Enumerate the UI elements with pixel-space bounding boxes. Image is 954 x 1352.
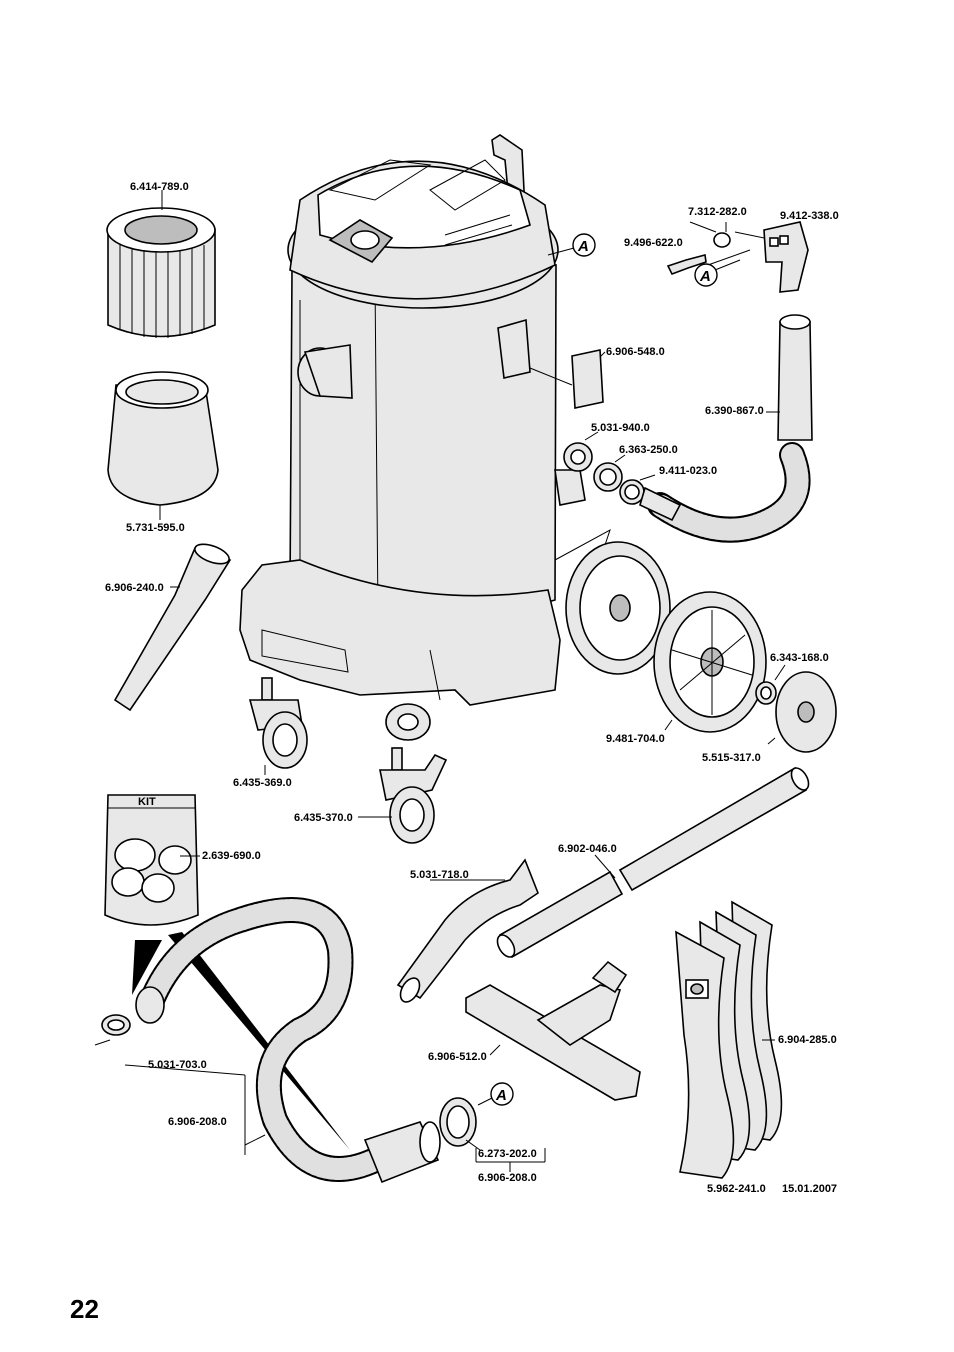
bend-part xyxy=(396,858,539,1003)
label-adapter-kit: 2.639-690.0 xyxy=(202,850,261,862)
label-filter-bags: 6.904-285.0 xyxy=(778,1034,837,1046)
kit-label: KIT xyxy=(138,796,156,808)
page-number: 22 xyxy=(70,1294,99,1324)
label-clip: 6.906-548.0 xyxy=(606,346,665,358)
rear-wheel-part xyxy=(565,541,671,675)
label-wheel: 9.481-704.0 xyxy=(606,733,665,745)
crevice-nozzle-part xyxy=(113,543,232,712)
hose-ring-part xyxy=(439,1097,477,1147)
label-cloth-filter-bag: 5.731-595.0 xyxy=(126,522,185,534)
label-suction-hose-left: 6.906-208.0 xyxy=(168,1116,227,1128)
label-suction-hose-right: 6.906-208.0 xyxy=(478,1172,537,1184)
castor-base-part xyxy=(385,703,431,741)
paper-bag-part xyxy=(675,930,735,1179)
label-hub-cap: 5.515-317.0 xyxy=(702,752,761,764)
label-o-ring: 9.411-023.0 xyxy=(659,465,717,477)
label-wheel-clip: 6.343-168.0 xyxy=(770,652,829,664)
label-seal-ring: 6.363-250.0 xyxy=(619,444,678,456)
clip-part xyxy=(571,349,604,409)
svg-text:A: A xyxy=(495,1087,507,1104)
adapter-kit-part: KIT xyxy=(104,794,350,1150)
label-crevice-nozzle: 6.906-240.0 xyxy=(105,582,164,594)
label-suction-tube: 6.902-046.0 xyxy=(558,843,617,855)
vacuum-cleaner-body xyxy=(239,134,611,706)
cartridge-filter-part xyxy=(106,207,216,338)
label-bend: 5.031-718.0 xyxy=(410,869,469,881)
svg-text:A: A xyxy=(577,238,589,255)
elbow-washer-part xyxy=(713,232,731,248)
cloth-filter-bag-part xyxy=(107,371,219,506)
hub-cap-part xyxy=(775,671,837,753)
suction-hose-left-part xyxy=(135,897,441,1184)
svg-text:A: A xyxy=(699,268,711,285)
label-drain-hose: 6.390-867.0 xyxy=(705,405,764,417)
label-castor-front: 6.435-369.0 xyxy=(233,777,292,789)
bayonet-ring-left-part xyxy=(101,1014,131,1036)
label-elbow-screw: 9.496-622.0 xyxy=(624,237,683,249)
seal-ring-part xyxy=(593,462,623,492)
label-elbow-washer: 7.312-282.0 xyxy=(688,206,747,218)
castor-brake-part xyxy=(379,747,448,844)
elbow-screw-part xyxy=(666,253,707,276)
nut-part xyxy=(563,442,593,472)
castor-front-part xyxy=(248,677,308,769)
suction-tube-part xyxy=(496,766,810,959)
o-ring-part xyxy=(619,479,682,522)
callout-a-hose: A xyxy=(477,1082,514,1106)
floor-nozzle-part xyxy=(465,960,641,1101)
date-stamp: 15.01.2007 xyxy=(782,1183,837,1195)
wheel-part xyxy=(653,591,767,733)
wheel-clip-part xyxy=(755,681,777,705)
label-bayonet-ring-left: 5.031-703.0 xyxy=(148,1059,207,1071)
callout-a-body: A xyxy=(547,233,596,257)
label-hose-ring: 6.273-202.0 xyxy=(478,1148,537,1160)
label-floor-nozzle: 6.906-512.0 xyxy=(428,1051,487,1063)
callout-a-elbow: A xyxy=(694,259,741,287)
label-nut: 5.031-940.0 xyxy=(591,422,650,434)
elbow-connector-part xyxy=(763,221,809,293)
label-cartridge-filter: 6.414-789.0 xyxy=(130,181,189,193)
drain-hose-part xyxy=(647,314,813,543)
label-paper-bag: 5.962-241.0 xyxy=(707,1183,766,1195)
label-castor-brake: 6.435-370.0 xyxy=(294,812,353,824)
label-elbow-connector: 9.412-338.0 xyxy=(780,210,839,222)
